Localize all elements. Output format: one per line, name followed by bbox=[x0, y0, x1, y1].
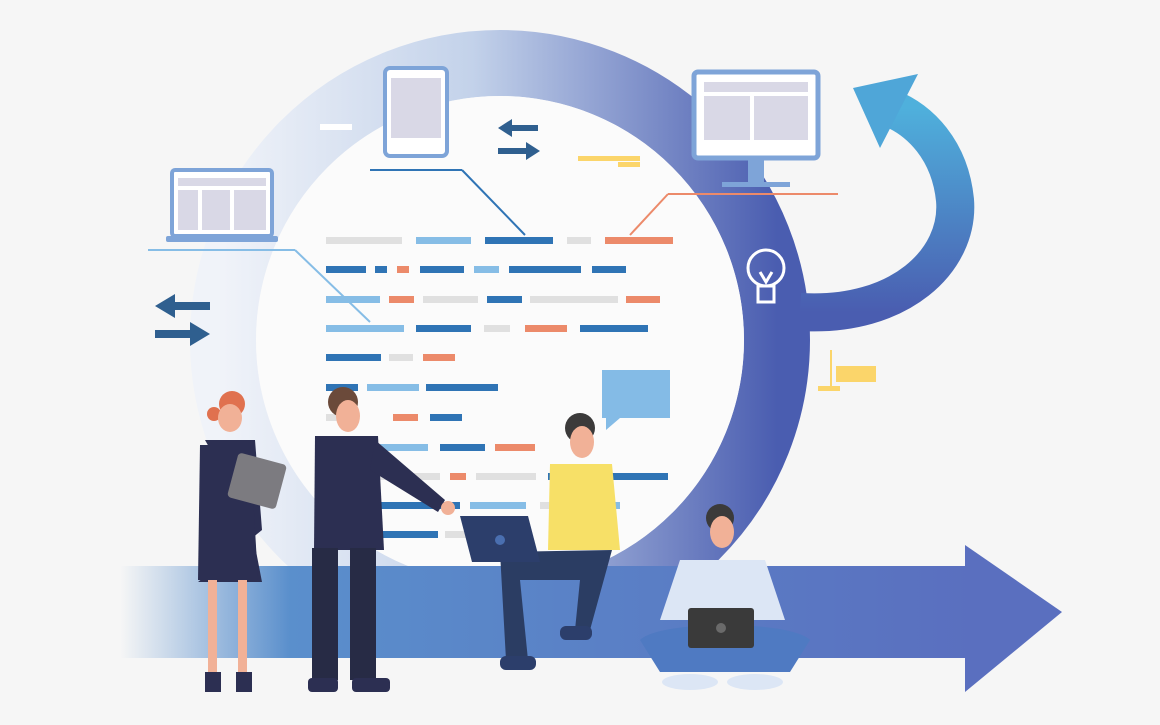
team-member-woman bbox=[198, 391, 287, 692]
code-dash bbox=[380, 444, 428, 451]
code-dash bbox=[626, 296, 660, 303]
code-dash bbox=[592, 266, 626, 273]
code-dash bbox=[525, 325, 567, 332]
code-dash bbox=[567, 237, 591, 244]
code-dash bbox=[470, 502, 526, 509]
return-arrow bbox=[798, 74, 975, 332]
lightbulb-icon bbox=[746, 248, 786, 304]
code-dash bbox=[487, 296, 522, 303]
code-dash bbox=[440, 444, 485, 451]
code-dash bbox=[389, 354, 413, 361]
code-dash bbox=[326, 237, 402, 244]
chat-bubble-icon bbox=[602, 370, 670, 430]
code-dash bbox=[326, 354, 381, 361]
code-dash bbox=[580, 325, 648, 332]
code-dash bbox=[605, 237, 673, 244]
team-member-cross-legged-man bbox=[640, 504, 810, 690]
decor-dash bbox=[320, 124, 352, 130]
code-dash bbox=[416, 237, 471, 244]
code-dash bbox=[430, 414, 462, 421]
code-dash bbox=[423, 296, 478, 303]
code-dash bbox=[426, 384, 498, 391]
tablet-wireframe bbox=[370, 66, 526, 236]
code-dash bbox=[530, 296, 618, 303]
code-dash bbox=[367, 384, 419, 391]
code-dash bbox=[484, 325, 510, 332]
code-dash bbox=[326, 266, 366, 273]
team-member-sitting-man bbox=[460, 413, 620, 670]
code-dash bbox=[389, 296, 414, 303]
code-dash bbox=[509, 266, 581, 273]
code-dash bbox=[397, 266, 409, 273]
code-dash bbox=[423, 354, 455, 361]
monitor-wireframe bbox=[629, 69, 838, 236]
code-dash bbox=[420, 266, 464, 273]
code-dash bbox=[375, 266, 387, 273]
sticky-notes bbox=[578, 156, 876, 391]
code-dash bbox=[450, 473, 466, 480]
code-lines bbox=[326, 237, 673, 538]
laptop-wireframe bbox=[148, 168, 371, 323]
code-dash bbox=[474, 266, 499, 273]
swap-arrows-icon bbox=[155, 119, 540, 346]
code-dash bbox=[485, 237, 553, 244]
team-member-standing-man bbox=[308, 387, 455, 692]
code-dash bbox=[495, 444, 535, 451]
code-dash bbox=[416, 325, 471, 332]
code-dash bbox=[380, 502, 460, 509]
code-dash bbox=[476, 473, 536, 480]
code-dash bbox=[393, 414, 418, 421]
code-dash bbox=[326, 325, 404, 332]
code-dash bbox=[326, 296, 380, 303]
tablet-device bbox=[227, 453, 287, 509]
code-dash bbox=[380, 531, 438, 538]
